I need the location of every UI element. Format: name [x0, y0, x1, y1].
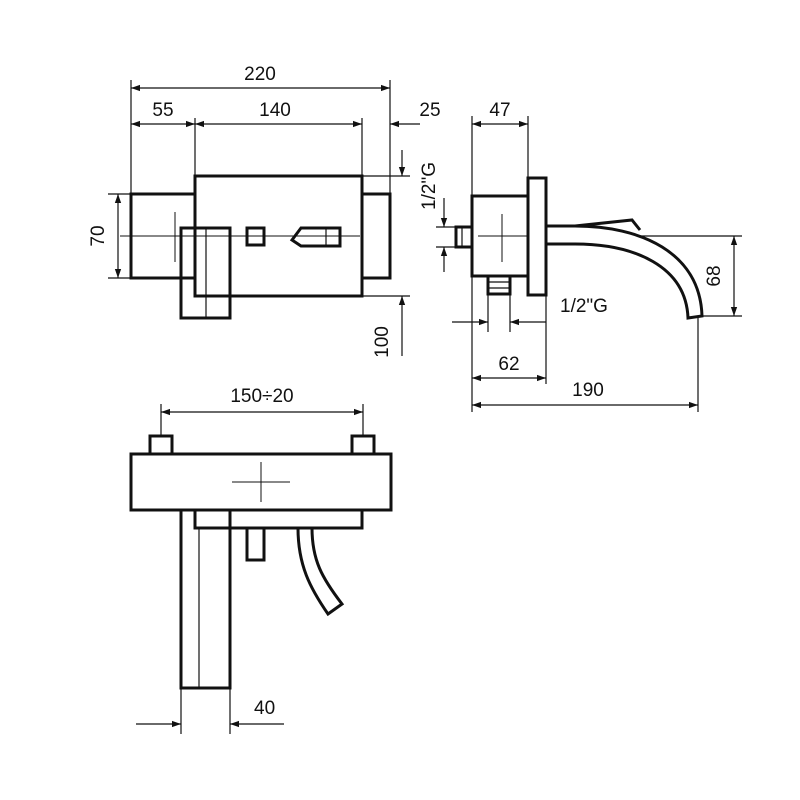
side-view: 47 1/2"G 1/2"G 68 62 190 [419, 100, 742, 412]
dim-right-cap: 25 [419, 100, 440, 121]
dim-left-body: 55 [152, 100, 173, 121]
dim-handle-drop: 100 [372, 326, 393, 358]
dim-flange-depth: 47 [489, 100, 510, 121]
dim-inlet-spacing: 150÷20 [230, 386, 293, 407]
outlet-nozzle [289, 226, 342, 248]
dim-spout-drop: 68 [704, 265, 725, 286]
lower-plate [193, 508, 364, 530]
spout-lever [574, 218, 642, 231]
dim-handle-width: 40 [254, 698, 275, 719]
left-inlet-nipple [148, 434, 174, 456]
bottom-fitting [486, 274, 512, 296]
inlet-stub [454, 225, 474, 249]
dim-spout-reach: 190 [572, 380, 604, 401]
dim-outlet-thread: 1/2"G [560, 296, 608, 317]
dim-overall-width: 220 [244, 64, 276, 85]
top-spout [296, 527, 345, 617]
dim-inlet-thread: 1/2"G [419, 162, 440, 210]
front-view: 220 55 140 25 70 100 [88, 64, 441, 358]
right-inlet-nipple [350, 434, 376, 456]
dim-height: 70 [88, 225, 109, 246]
top-view: 150÷20 40 [129, 386, 393, 734]
top-diverter-knob [245, 526, 266, 562]
top-lever-handle [179, 508, 232, 690]
wall-flange [526, 176, 548, 297]
dim-wall-offset: 62 [498, 354, 519, 375]
right-cap [360, 192, 392, 280]
dim-main-body: 140 [259, 100, 291, 121]
